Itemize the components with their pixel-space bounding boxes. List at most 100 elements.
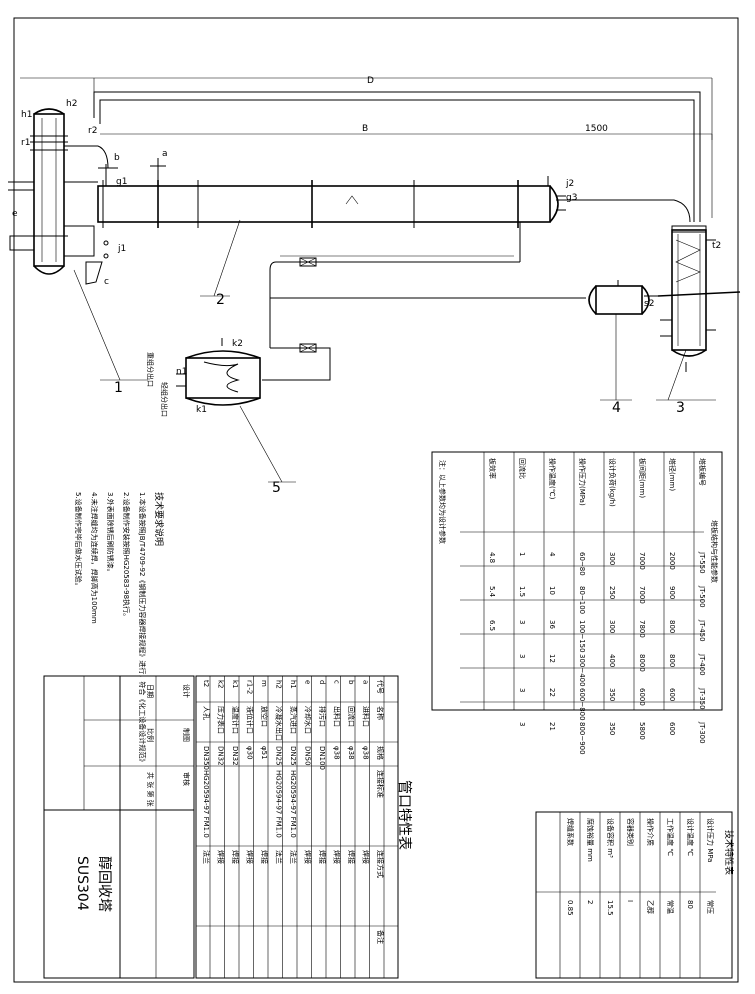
part-number-2: 2 (216, 292, 225, 308)
nozzle-table-cell: 法兰 (202, 850, 211, 864)
perf-table-cell: 800~900 (578, 722, 586, 755)
perf-table-cell: 1.5 (518, 586, 526, 597)
nozzle-table-title: 管口特性表 (396, 780, 412, 850)
nozzle-table: 代号名称规格连接标准连接方式备注a进料口φ38焊接b回流口φ38焊接c出料口φ3… (195, 675, 412, 979)
nozzle-table-cell: 蒸汽进口 (289, 706, 298, 734)
nozzle-table-cell: DN350 (202, 746, 210, 770)
sheet-border (13, 17, 739, 983)
nozzle-label-r2: r2 (88, 126, 97, 136)
nozzle-table-cell: k1 (231, 680, 239, 689)
perf-table-cell: 操作压力(MPa) (578, 458, 587, 506)
nozzle-table-cell: 温度计口 (231, 706, 240, 734)
perf-table-cell: 600 (668, 688, 676, 701)
nozzle-table-cell: 人孔 (202, 706, 210, 720)
nozzle-table-cell: 焊接 (246, 850, 255, 864)
nozzle-table-cell: t2 (202, 680, 210, 687)
perf-table-cell: JT-400 (698, 653, 706, 676)
tech-req-item: 3.外表面除锈后刷防锈漆。 (106, 492, 115, 576)
perf-table-cell: 7800 (638, 620, 646, 638)
perf-table-cell: 塔径(mm) (668, 458, 677, 491)
nozzle-table-cell: 进料口 (362, 706, 371, 727)
perf-table-cell: 10 (548, 586, 556, 595)
drawing-title: 醇回收塔 (96, 856, 113, 912)
nozzle-table-cell: b (347, 680, 355, 685)
nozzle-label-k1: k1 (196, 405, 207, 415)
performance-table: 塔板编号JT-550JT-500JT-450JT-400JT-350JT-300… (431, 451, 723, 755)
material-label: SUS304 (74, 856, 90, 911)
design-table-value: 15.5 (606, 900, 614, 916)
title-block-label: 比例 (146, 728, 155, 742)
perf-table-cell: 300 (608, 620, 616, 633)
perf-table-cell: 操作温度(℃) (548, 458, 557, 500)
design-table-label: 设计温度 ℃ (686, 818, 695, 856)
perf-table-cell: 800 (668, 620, 676, 633)
condenser: t2 3 (656, 225, 721, 416)
perf-table-cell: JT-450 (698, 619, 706, 642)
nozzle-table-cell: e (304, 680, 312, 684)
perf-table-cell: 8000 (638, 654, 646, 672)
perf-table-cell: 板间距(mm) (638, 458, 647, 498)
nozzle-table-cell: 压力表口 (217, 706, 226, 734)
top-piping (93, 91, 701, 223)
nozzle-table-cell: 焊接 (347, 850, 356, 864)
nozzle-table-cell: 备注 (376, 930, 385, 944)
product-vessel: k2 n1 k1 5 重组分出口 轻组分出口 (146, 338, 296, 496)
nozzle-label-k2: k2 (232, 339, 243, 349)
tech-req-item: 2.设备制作安装按照HG20583-98执行。 (122, 492, 131, 620)
perf-table-cell: 100~150 (578, 620, 586, 653)
tech-requirements: 技术要求说明 1.本设备按照JB/T4709-92《钢制压力容器焊接规程》进行，… (74, 492, 165, 765)
perf-table-cell: 3 (518, 688, 526, 692)
nozzle-table-cell: a (362, 680, 370, 684)
perf-table-cell: 7000 (638, 586, 646, 604)
nozzle-table-cell: 液位计口 (246, 706, 255, 734)
perf-table-cell: 3 (518, 620, 526, 624)
design-table-label: 设计压力 MPa (706, 818, 715, 862)
perf-table-cell: 塔板编号 (698, 458, 707, 486)
nozzle-table-cell: 焊接 (304, 850, 313, 864)
nozzle-table-cell: 出料口 (333, 706, 342, 727)
nozzle-table-cell: 回流口 (347, 706, 356, 727)
dim-B: B (362, 124, 368, 134)
design-table-value: 2 (586, 900, 594, 904)
pipe-network (262, 255, 520, 381)
perf-table-cell: 300~400 (578, 654, 586, 687)
nozzle-table-cell: HG20594-97 FM1.0 (202, 770, 210, 838)
reboiler: h1 h2 r1 r2 e j1 c 1 (8, 99, 148, 396)
perf-table-cell: 6000 (638, 688, 646, 706)
nozzle-table-cell: r1-2 (246, 680, 254, 694)
perf-table-cell: 12 (548, 654, 556, 663)
nozzle-table-cell: 焊接 (318, 850, 327, 864)
part-number-5: 5 (272, 480, 281, 496)
perf-table-cell: 3 (518, 654, 526, 658)
nozzle-label-j2: j2 (565, 179, 574, 189)
perf-table-cell: 300 (608, 552, 616, 565)
nozzle-label-n1: n1 (176, 367, 187, 377)
nozzle-table-cell: 法兰 (289, 850, 298, 864)
nozzle-table-cell: HG20594-97 FM1.0 (275, 770, 283, 838)
part-number-1: 1 (114, 380, 123, 396)
nozzle-table-cell: 焊接 (333, 850, 342, 864)
design-table-label: 工作温度 ℃ (666, 818, 675, 856)
perf-table-cell: JT-550 (698, 551, 706, 574)
perf-table-cell: 250 (608, 586, 616, 599)
nozzle-table-cell: DN100 (318, 746, 326, 770)
nozzle-label-g3: g3 (566, 193, 577, 203)
perf-table-note: 注：以上参数均为设计参数 (438, 460, 447, 544)
perf-table-cell: JT-350 (698, 687, 706, 710)
nozzle-table-cell: c (333, 680, 341, 684)
nozzle-label-b: b (114, 153, 120, 163)
perf-table-cell: 21 (548, 722, 556, 731)
perf-table-cell: 设计负荷(kg/h) (608, 458, 617, 507)
nozzle-table-cell: k2 (217, 680, 225, 689)
nozzle-label-h1: h1 (21, 110, 32, 120)
nozzle-table-cell: φ38 (362, 746, 370, 760)
nozzle-table-cell: 连接方式 (376, 850, 385, 878)
perf-table-cell: 4 (548, 552, 556, 557)
nozzle-table-cell: φ38 (347, 746, 355, 760)
title-block-label: 共 张 第 张 (146, 772, 155, 807)
tech-req-title: 技术要求说明 (153, 492, 165, 546)
tech-req-item: 4.未注焊缝均为连续焊，焊脚高为100mm (90, 492, 99, 624)
nozzle-table-cell: DN25 (289, 746, 297, 766)
perf-table-cell: 6.5 (488, 620, 496, 631)
